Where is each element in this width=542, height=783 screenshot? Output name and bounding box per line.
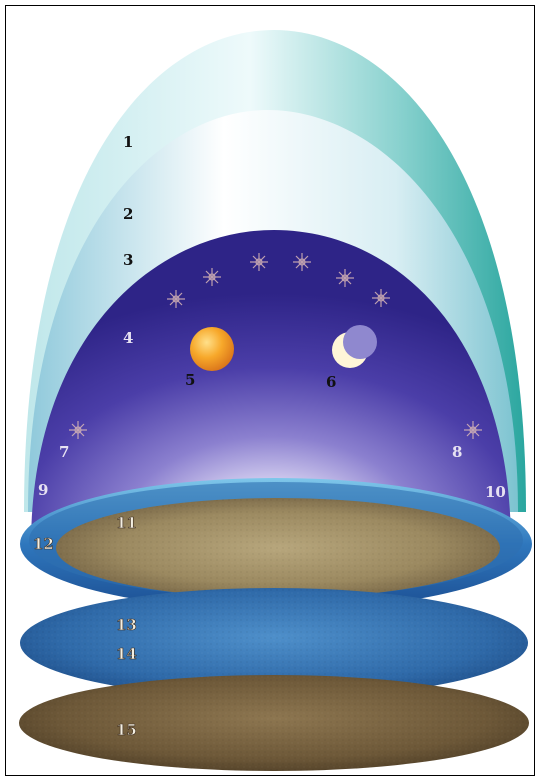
label-1: 1 xyxy=(123,133,133,151)
label-9: 9 xyxy=(38,481,48,499)
star-icon xyxy=(250,253,268,271)
star-icon xyxy=(336,269,354,287)
star-icon xyxy=(203,268,221,286)
earth-surface-texture xyxy=(56,498,500,598)
label-10: 10 xyxy=(485,483,506,501)
label-15: 15 xyxy=(116,721,137,739)
star-icon xyxy=(372,289,390,307)
label-5: 5 xyxy=(185,371,195,389)
label-11: 11 xyxy=(116,514,137,532)
label-7: 7 xyxy=(59,443,69,461)
label-13: 13 xyxy=(116,616,137,634)
diagram-frame: 1 2 3 4 5 6 7 8 9 10 11 12 13 14 15 xyxy=(5,5,535,776)
foundation-disk-texture xyxy=(19,675,529,771)
star-icon xyxy=(167,290,185,308)
star-icon xyxy=(464,421,482,439)
label-12: 12 xyxy=(33,535,54,553)
star-group xyxy=(69,253,482,439)
cosmology-diagram: 1 2 3 4 5 6 7 8 9 10 11 12 13 14 15 xyxy=(19,30,532,771)
inner-dome xyxy=(31,230,511,546)
label-14: 14 xyxy=(116,645,137,663)
label-6: 6 xyxy=(326,373,336,391)
crescent-moon-icon xyxy=(332,325,377,368)
star-icon xyxy=(293,253,311,271)
waters-below-disk-texture xyxy=(20,588,528,698)
star-icon xyxy=(69,421,87,439)
sun-icon xyxy=(190,327,234,371)
label-2: 2 xyxy=(123,205,133,223)
label-4: 4 xyxy=(123,329,133,347)
label-8: 8 xyxy=(452,443,462,461)
label-3: 3 xyxy=(123,251,133,269)
